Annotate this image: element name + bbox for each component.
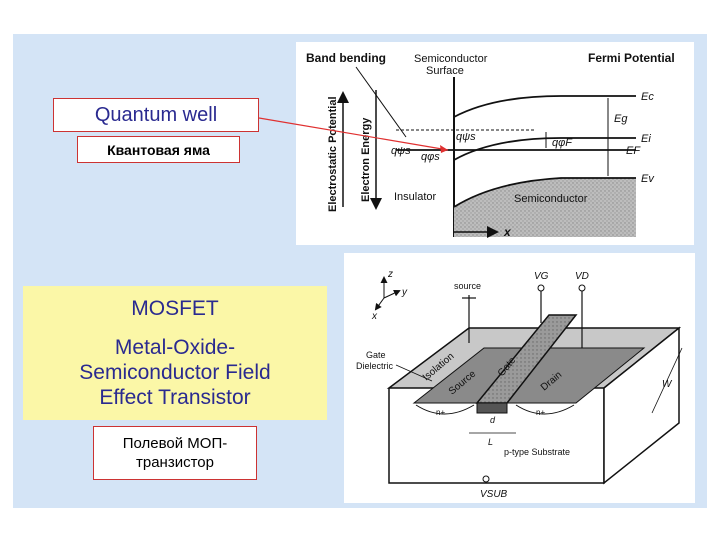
l-label: L <box>488 437 493 447</box>
q-psi-s-left-label: qψs <box>391 145 411 157</box>
mosfet-line-2: Semiconductor Field <box>79 361 271 384</box>
ec-label: Ec <box>641 91 654 103</box>
mosfet-diagram: z y x VG VD source VSUB Gate Dielectric <box>356 269 683 500</box>
intrinsic-level <box>453 137 636 161</box>
mosfet-ru-line-1: Полевой МОП- <box>122 435 228 452</box>
w-dimension <box>651 347 683 414</box>
fermi-potential-label: Fermi Potential <box>588 51 675 65</box>
mosfet-line-1: Metal-Oxide- <box>114 336 236 359</box>
electrostatic-potential-label: Electrostatic Potential <box>327 96 339 212</box>
mosfet-ru-box: Полевой МОП- транзистор <box>93 426 257 480</box>
w-label: W <box>662 379 673 390</box>
q-phi-f-label: qφF <box>552 137 573 149</box>
mosfet-line-3: Effect Transistor <box>99 386 251 409</box>
ef-label: EF <box>626 145 641 157</box>
q-psi-s-right-label: qψs <box>456 131 476 143</box>
valence-band <box>453 177 636 208</box>
band-diagram: Electrostatic Potential Electron Energy … <box>306 51 675 239</box>
n-plus-source-label: n+ <box>436 408 445 417</box>
y-label: y <box>401 287 408 298</box>
substrate-side <box>603 326 680 485</box>
conduction-band <box>453 95 636 118</box>
quantum-well-ru-text: Квантовая яма <box>107 141 210 158</box>
source-terminal-label: source <box>454 281 481 291</box>
vg-label: VG <box>534 271 549 282</box>
vd-terminal <box>578 284 586 292</box>
q-phi-s-label: qφs <box>421 151 440 163</box>
quantum-well-label: Quantum well <box>53 98 259 132</box>
mosfet-title: MOSFET <box>131 297 219 320</box>
eg-label: Eg <box>614 113 628 125</box>
dielectric-pointer <box>395 364 433 382</box>
source-well <box>415 404 475 415</box>
x-label: x <box>371 311 378 322</box>
semiconductor-surface-label-2: Surface <box>426 65 464 77</box>
band-diagram-panel: Electrostatic Potential Electron Energy … <box>296 42 694 245</box>
vsub-label: VSUB <box>480 489 508 500</box>
vd-label: VD <box>575 271 589 282</box>
quantum-well-ru-label: Квантовая яма <box>77 136 240 163</box>
semiconductor-region <box>454 178 636 237</box>
quantum-well-text: Quantum well <box>94 103 218 126</box>
vsub-terminal <box>482 475 490 483</box>
band-bending-label: Band bending <box>306 51 386 65</box>
z-label: z <box>387 269 393 280</box>
ev-label: Ev <box>641 173 655 185</box>
drain-well <box>515 404 575 415</box>
mosfet-box: MOSFET Metal-Oxide- Semiconductor Field … <box>23 286 327 420</box>
gate-dielectric-label-2: Dielectric <box>356 361 394 371</box>
x-axis-label: x <box>503 225 512 239</box>
x-axis <box>374 297 385 311</box>
y-axis <box>383 289 401 299</box>
n-plus-drain-label: n+ <box>536 408 545 417</box>
gate-front <box>476 402 508 414</box>
vg-terminal <box>537 284 545 292</box>
electron-energy-label: Electron Energy <box>360 117 372 202</box>
mosfet-diagram-panel: z y x VG VD source VSUB Gate Dielectric <box>344 253 695 503</box>
gate-dielectric-label-1: Gate <box>366 350 386 360</box>
semiconductor-label: Semiconductor <box>514 193 588 205</box>
insulator-label: Insulator <box>394 191 437 203</box>
substrate-label: p-type Substrate <box>504 447 570 457</box>
semiconductor-surface-label-1: Semiconductor <box>414 53 488 65</box>
mosfet-ru-line-2: транзистор <box>136 454 214 471</box>
d-label: d <box>490 415 496 425</box>
ei-label: Ei <box>641 133 651 145</box>
